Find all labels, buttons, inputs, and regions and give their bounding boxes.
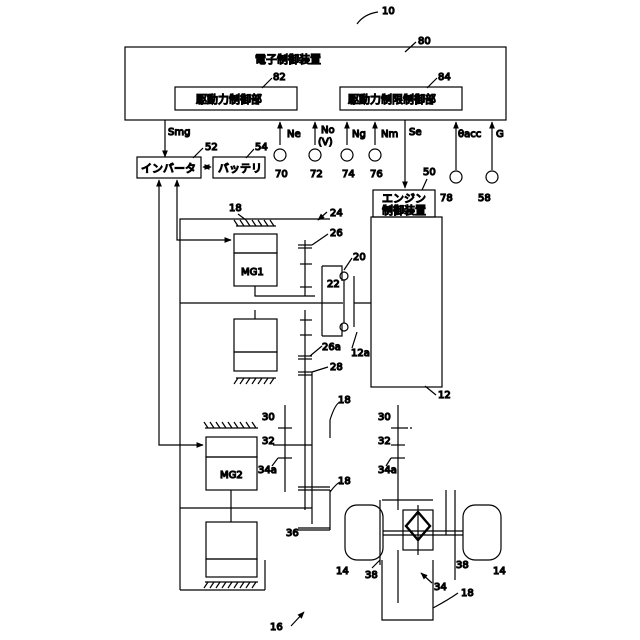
ref-system: 10 (382, 6, 395, 17)
ref-shaft-22: 22 (327, 279, 340, 290)
mg1-label: MG1 (241, 267, 264, 278)
ref-gear-30-left: 30 (262, 412, 275, 423)
ref-case-top: 18 (229, 203, 242, 214)
wheel-left (345, 505, 383, 560)
ref-differential: 34 (434, 582, 447, 593)
ref-ecu: 80 (418, 36, 431, 47)
sensor-g-icon (486, 171, 498, 183)
signal-lines: Smg Ne 70 No (V) 72 Ng 74 Nm 76 Se θacc … (165, 120, 504, 204)
ref-case-low: 18 (338, 476, 351, 487)
ref-sensor-ne: 70 (275, 169, 288, 180)
ref-gear-34a-left: 34a (258, 465, 277, 476)
mg2-assembly: MG2 (180, 422, 312, 588)
sensor-nm-icon (369, 149, 381, 161)
signal-smg: Smg (168, 127, 190, 138)
ref-gear-26: 26 (330, 228, 343, 239)
sensor-no-icon (309, 149, 321, 161)
ref-gear-26a: 26a (322, 342, 341, 353)
ref-inverter: 52 (205, 142, 218, 153)
ref-wheel-right: 14 (493, 566, 506, 577)
ref-sensor-acc: 78 (440, 193, 453, 204)
ref-planetary: 20 (353, 252, 366, 263)
ref-gear-32-right: 32 (378, 436, 391, 447)
ref-axle-right: 38 (456, 560, 469, 571)
ref-sensor-no: 72 (310, 169, 323, 180)
ref-sensor-ng: 74 (342, 169, 355, 180)
signal-no: No (321, 125, 335, 136)
drive-limit-control-label: 駆動力制限制御部 (348, 92, 436, 106)
ref-shaft-36: 36 (286, 528, 299, 539)
ref-ring-12a: 12a (351, 348, 370, 359)
ref-axle-left: 38 (365, 570, 378, 581)
ref-powertrain: 16 (270, 622, 283, 633)
drive-control-label: 駆動力制御部 (196, 92, 262, 106)
counter-gears-left: 30 32 34a 18 18 36 (258, 395, 351, 539)
ref-gear-34a-right: 34a (378, 465, 397, 476)
engine-control-label-2: 制御装置 (382, 203, 426, 217)
signal-nm: Nm (381, 129, 398, 140)
ecu-title: 電子制御装置 (255, 52, 321, 66)
ref-sensor-g: 58 (478, 193, 491, 204)
ref-drive-limit-control: 84 (438, 72, 451, 83)
ref-engine: 12 (438, 390, 451, 401)
ref-gear-32-left: 32 (262, 436, 275, 447)
ref-gear-unit: 24 (330, 208, 343, 219)
signal-no-sub: (V) (318, 137, 333, 148)
ref-drive-control: 82 (273, 72, 286, 83)
planetary-gear: 26 20 22 12a 26a 28 (298, 228, 371, 524)
ref-case-mid: 18 (338, 395, 351, 406)
engine-block: エンジン 制御装置 50 12 (371, 167, 451, 401)
inverter-label: インバータ (141, 162, 196, 175)
sensor-ne-icon (274, 149, 286, 161)
ref-gear-28: 28 (330, 362, 343, 373)
signal-acc: θacc (458, 129, 481, 140)
ecu-block: 10 80 電子制御装置 駆動力制御部 82 駆動力制限制御部 84 (125, 6, 506, 120)
wheel-right (463, 505, 501, 560)
signal-ne: Ne (287, 129, 301, 140)
signal-ng: Ng (352, 129, 366, 140)
counter-gears-right: 30 32 34a (378, 405, 412, 500)
engine-box (371, 217, 442, 387)
sensor-ng-icon (341, 149, 353, 161)
differential-and-wheels: 14 14 38 38 34 18 (336, 490, 506, 620)
ref-sensor-nm: 76 (370, 169, 383, 180)
ref-engine-control: 50 (423, 167, 436, 178)
ref-case-bottom: 18 (461, 588, 474, 599)
ref-wheel-left: 14 (336, 566, 349, 577)
ref-gear-30-right: 30 (378, 412, 391, 423)
mg1-assembly: MG1 (180, 220, 343, 384)
battery-label: バッテリ (218, 162, 262, 175)
sensor-acc-icon (450, 171, 462, 183)
signal-g: G (496, 129, 504, 140)
signal-se: Se (409, 127, 422, 138)
power-electronics: インバータ 52 バッテリ 54 (137, 142, 268, 445)
ref-battery: 54 (255, 142, 268, 153)
mg2-label: MG2 (220, 470, 243, 481)
transaxle-case: 18 24 (180, 203, 343, 590)
